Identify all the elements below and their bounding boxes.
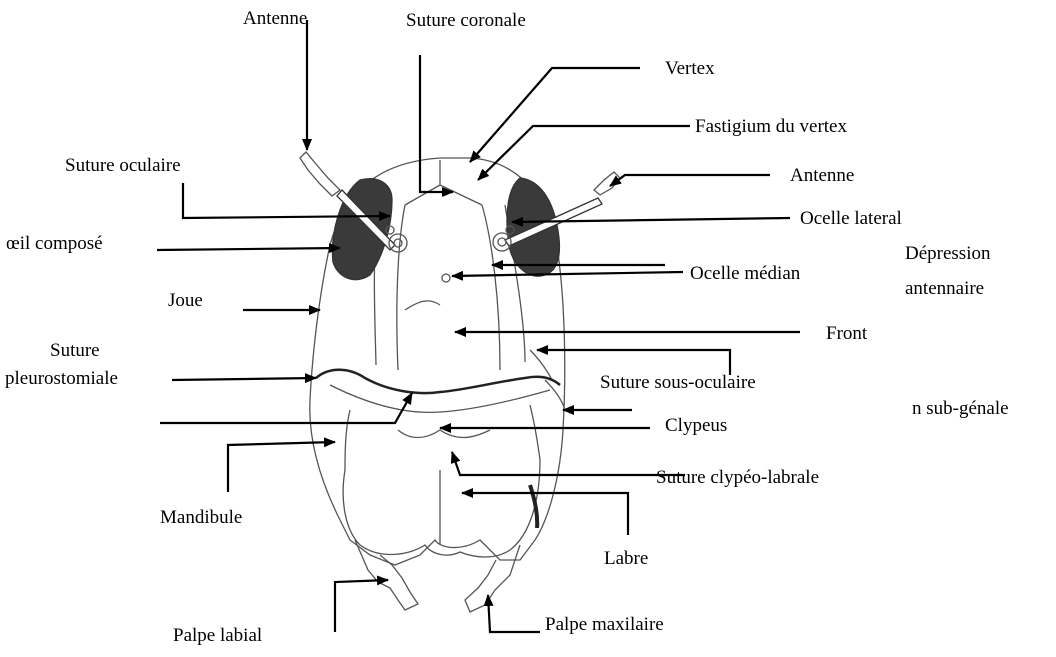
leader-palpe-labial bbox=[335, 580, 388, 632]
leader-suture-coronale bbox=[420, 55, 453, 192]
leader-oeil-compose bbox=[157, 248, 340, 250]
label-clypeus: Clypeus bbox=[665, 415, 727, 437]
label-depression-line2: antennaire bbox=[905, 278, 984, 300]
frons-curve bbox=[405, 301, 440, 310]
label-suture-sous-oculaire: Suture sous-oculaire bbox=[600, 372, 756, 394]
clypeus-inner-left bbox=[345, 410, 350, 470]
antennal-socket-left-inner bbox=[394, 239, 402, 247]
leader-vertex bbox=[470, 68, 640, 162]
label-antenne-left: Antenne bbox=[243, 8, 307, 30]
label-depression-line1: Dépression bbox=[905, 243, 990, 265]
antenna-right-segments bbox=[594, 172, 620, 195]
label-antenne-right: Antenne bbox=[790, 165, 854, 187]
leader-fastigium bbox=[478, 126, 690, 180]
median-ocellus bbox=[442, 274, 450, 282]
frontal-ridge-right bbox=[482, 205, 500, 370]
label-suture-pleuro-line2: pleurostomiale bbox=[5, 368, 118, 390]
label-fastigium: Fastigium du vertex bbox=[695, 116, 847, 138]
label-palpe-maxilaire: Palpe maxilaire bbox=[545, 614, 664, 636]
leader-labre bbox=[462, 493, 628, 535]
leader-palpe-maxilaire bbox=[488, 595, 540, 632]
antenna-left-segments bbox=[300, 152, 340, 196]
coronal-suture bbox=[405, 160, 482, 205]
leader-unlabeled bbox=[160, 393, 412, 423]
label-palpe-labial: Palpe labial bbox=[173, 625, 262, 647]
label-suture-oculaire: Suture oculaire bbox=[65, 155, 181, 177]
mandible-dark-right bbox=[530, 485, 537, 528]
label-front: Front bbox=[826, 323, 867, 345]
pleurostomial-suture-line bbox=[316, 370, 560, 393]
maxillary-palp bbox=[465, 545, 520, 612]
leader-suture-pleuro bbox=[172, 378, 316, 380]
label-ocelle-lateral: Ocelle lateral bbox=[800, 208, 902, 230]
leader-antenne-right bbox=[610, 175, 770, 186]
label-sub-genale: n sub-génale bbox=[912, 398, 1052, 420]
label-oeil-compose: œil composé bbox=[6, 233, 103, 255]
subocular-suture-line bbox=[530, 350, 552, 380]
clypeus-center-line bbox=[398, 430, 490, 438]
leader-ocelle-median bbox=[452, 272, 683, 276]
label-suture-clypeo: Suture clypéo-labrale bbox=[656, 467, 819, 489]
label-suture-pleuro-line1: Suture bbox=[50, 340, 100, 362]
label-suture-coronale: Suture coronale bbox=[406, 10, 526, 32]
label-mandibule: Mandibule bbox=[160, 507, 242, 529]
frontal-ridge-left bbox=[397, 205, 405, 370]
clypeus-lower-border bbox=[330, 385, 550, 412]
antennal-socket-right-inner bbox=[498, 238, 506, 246]
subgenal-curve bbox=[545, 380, 565, 410]
label-labre: Labre bbox=[604, 548, 648, 570]
leader-suture-clypeo bbox=[452, 452, 685, 475]
label-vertex: Vertex bbox=[665, 58, 715, 80]
label-joue: Joue bbox=[168, 290, 203, 312]
clypeus-inner-right bbox=[530, 405, 540, 460]
label-ocelle-median: Ocelle médian bbox=[690, 263, 800, 285]
